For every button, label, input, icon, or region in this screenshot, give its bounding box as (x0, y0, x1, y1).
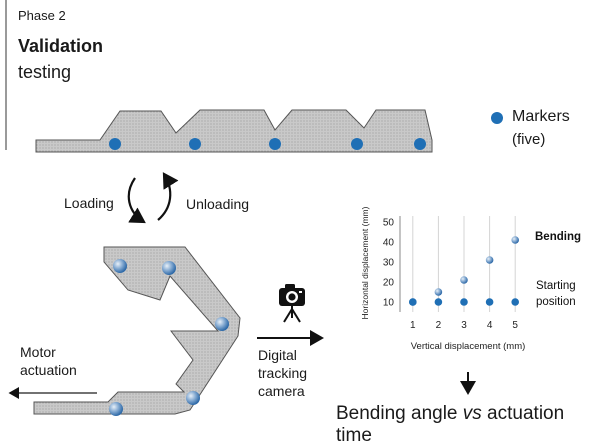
x-tick-label: 3 (461, 320, 467, 331)
conclusion-text: Bending angle vs actuation time (336, 403, 600, 447)
title-bold: Validation (18, 36, 104, 56)
y-tick-label: 30 (383, 258, 395, 269)
marker-dot (269, 138, 281, 150)
bending-annotation: Bending (535, 231, 581, 243)
conclusion-vs: vs (462, 403, 482, 424)
unloading-arrow (157, 172, 179, 221)
data-point (511, 236, 519, 244)
data-point (460, 276, 468, 284)
data-point (511, 298, 519, 306)
marker-dot (189, 138, 201, 150)
bent-marker-ball (113, 259, 127, 273)
bent-marker-ball (186, 391, 200, 405)
conclusion-before: Bending angle (336, 403, 463, 424)
data-point (434, 298, 443, 306)
bent-actuator (33, 246, 241, 415)
x-tick-label: 5 (512, 320, 518, 331)
marker-dot (414, 138, 426, 150)
data-point (485, 298, 494, 306)
y-tick-label: 50 (383, 218, 395, 229)
data-point (460, 298, 468, 306)
data-point (485, 256, 494, 264)
y-tick-label: 20 (383, 278, 395, 289)
motor-label-line1: Motor (20, 344, 56, 360)
legend-marker-label: Markers (512, 108, 570, 125)
phase-label: Phase 2 (18, 8, 66, 23)
y-tick-label: 40 (383, 238, 395, 249)
data-point (409, 298, 417, 306)
camera-label-line3: camera (258, 383, 305, 399)
motor-label-line2: actuation (20, 362, 77, 378)
unloading-label: Unloading (186, 196, 250, 212)
marker-dot (351, 138, 363, 150)
camera-label-line1: Digital (258, 347, 297, 363)
x-tick-label: 1 (410, 320, 416, 331)
straight-actuator (35, 109, 433, 153)
bent-marker-ball (109, 402, 123, 416)
data-point (434, 288, 443, 296)
marker-dot (109, 138, 121, 150)
legend-marker-dot (491, 112, 503, 124)
loading-arrow (127, 177, 146, 224)
loading-label: Loading (64, 195, 114, 211)
starting-annotation-line1: Starting (536, 280, 576, 292)
legend-marker-sub: (five) (512, 131, 546, 148)
camera-on-tripod-icon (279, 284, 305, 323)
bent-marker-ball (162, 261, 176, 275)
title-light: testing (18, 62, 72, 82)
side-divider (5, 0, 7, 150)
bent-marker-ball (215, 317, 229, 331)
y-axis-label: Horizontal displacement (mm) (360, 206, 370, 319)
x-tick-label: 2 (436, 320, 442, 331)
camera-label-line2: tracking (258, 365, 308, 381)
starting-annotation-line2: position (536, 296, 576, 308)
x-tick-label: 4 (487, 320, 493, 331)
y-tick-label: 10 (383, 298, 395, 309)
x-axis-label: Vertical displacement (mm) (411, 341, 526, 352)
